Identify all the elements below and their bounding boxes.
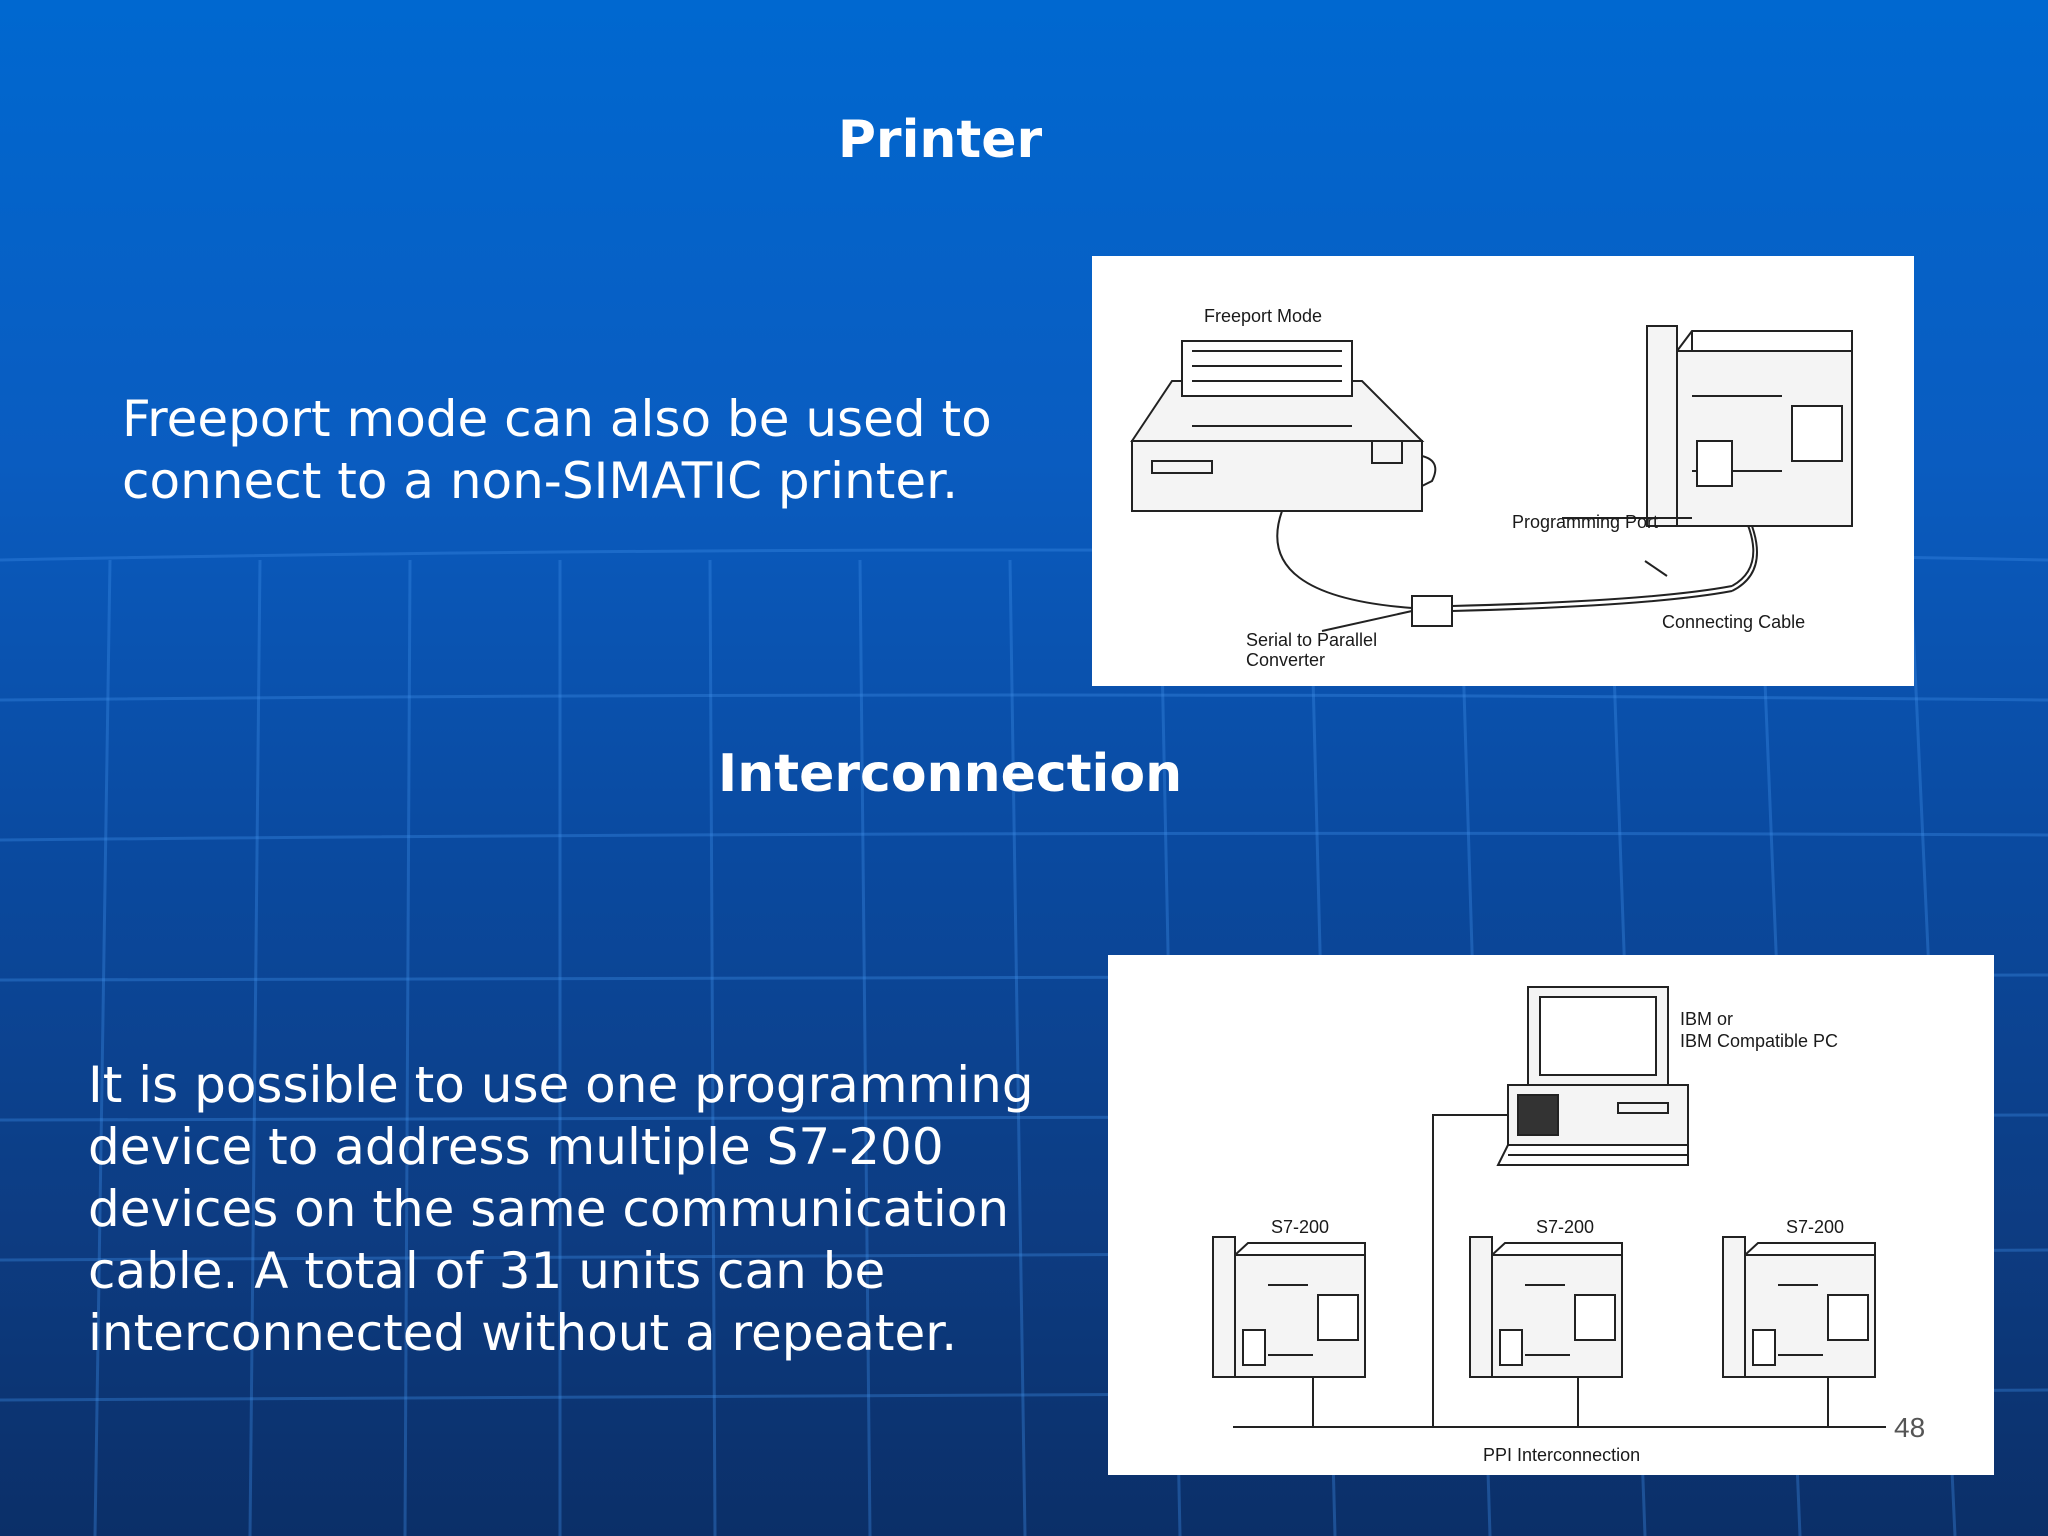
ppi-interconnection-drawing: IBM or IBM Compatible PC S7-200 S7-200 S…	[1212, 986, 1925, 1465]
connecting-cable-label: Connecting Cable	[1662, 612, 1805, 632]
converter-label-line2: Converter	[1246, 650, 1325, 670]
ppi-interconnection-diagram: IBM or IBM Compatible PC S7-200 S7-200 S…	[1108, 955, 1994, 1475]
freeport-mode-caption: Freeport Mode	[1204, 306, 1322, 326]
plc3-label: S7-200	[1786, 1217, 1844, 1237]
plc1-label: S7-200	[1271, 1217, 1329, 1237]
interconnection-title: Interconnection	[717, 744, 1183, 804]
printer-description: Freeport mode can also be used to connec…	[122, 390, 992, 510]
programming-port-label: Programming Port	[1512, 512, 1658, 532]
printer-title: Printer	[837, 110, 1043, 170]
interconnection-description: It is possible to use one programming de…	[88, 1056, 1034, 1362]
converter-label-line1: Serial to Parallel	[1246, 630, 1377, 650]
page-number: 48	[1894, 1412, 1925, 1443]
ppi-bus-label: PPI Interconnection	[1483, 1445, 1640, 1465]
plc2-label: S7-200	[1536, 1217, 1594, 1237]
pc-label-line1: IBM or	[1680, 1009, 1733, 1029]
pc-label-line2: IBM Compatible PC	[1680, 1031, 1838, 1051]
freeport-diagram: Freeport Mode Programming Port Connectin…	[1092, 256, 1914, 686]
freeport-diagram-drawing: Freeport Mode Programming Port Connectin…	[1130, 306, 1853, 670]
